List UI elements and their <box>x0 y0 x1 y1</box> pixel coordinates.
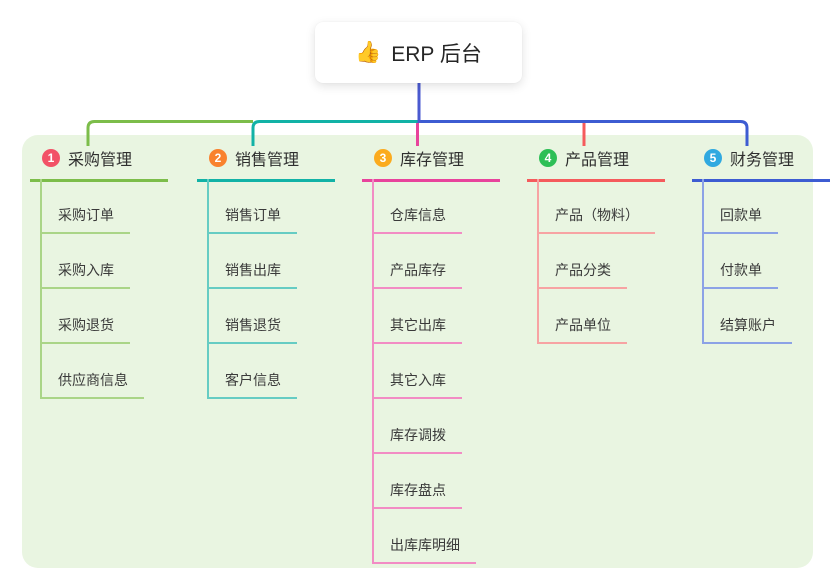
child-node[interactable]: 库存盘点 <box>372 454 462 509</box>
child-node[interactable]: 销售退货 <box>207 289 297 344</box>
branch-header-node[interactable]: 4 产品管理 <box>527 146 665 182</box>
child-node[interactable]: 其它入库 <box>372 344 462 399</box>
child-node-label: 销售退货 <box>225 317 281 333</box>
branch-children: 仓库信息 产品库存 其它出库 其它入库 库存调拨 库存盘点 出库库明细 <box>362 182 500 564</box>
child-node-label: 其它出库 <box>390 317 446 333</box>
branch-number-badge: 2 <box>209 149 227 167</box>
child-node-label: 供应商信息 <box>58 372 128 388</box>
branch-children: 产品（物料） 产品分类 产品单位 <box>527 182 665 344</box>
branch-trunk-line <box>372 179 374 563</box>
branch-trunk-line <box>702 179 704 343</box>
child-node[interactable]: 产品单位 <box>537 289 627 344</box>
branch-number-badge: 3 <box>374 149 392 167</box>
branch: 1 采购管理 采购订单 采购入库 采购退货 供应商信息 <box>30 146 168 399</box>
child-node-label: 出库库明细 <box>390 537 460 553</box>
child-node[interactable]: 其它出库 <box>372 289 462 344</box>
child-node[interactable]: 销售订单 <box>207 182 297 234</box>
child-node-label: 产品库存 <box>390 262 446 278</box>
child-node[interactable]: 产品（物料） <box>537 182 655 234</box>
child-node[interactable]: 客户信息 <box>207 344 297 399</box>
branch: 5 财务管理 回款单 付款单 结算账户 <box>692 146 830 344</box>
child-node-label: 仓库信息 <box>390 207 446 223</box>
branch: 3 库存管理 仓库信息 产品库存 其它出库 其它入库 库存调拨 库存盘点 出库库… <box>362 146 500 564</box>
branch-title: 库存管理 <box>400 152 465 169</box>
child-node-label: 付款单 <box>720 262 762 278</box>
child-node-label: 库存盘点 <box>390 482 446 498</box>
child-node-label: 销售订单 <box>225 207 281 223</box>
child-node[interactable]: 采购订单 <box>40 182 130 234</box>
child-node-label: 产品分类 <box>555 262 611 278</box>
child-node-label: 库存调拨 <box>390 427 446 443</box>
child-node[interactable]: 仓库信息 <box>372 182 462 234</box>
branch-title: 财务管理 <box>730 152 795 169</box>
child-node-label: 采购入库 <box>58 262 114 278</box>
child-node[interactable]: 付款单 <box>702 234 778 289</box>
branch-children: 回款单 付款单 结算账户 <box>692 182 830 344</box>
child-node[interactable]: 采购入库 <box>40 234 130 289</box>
branch-children: 采购订单 采购入库 采购退货 供应商信息 <box>30 182 168 399</box>
child-node[interactable]: 供应商信息 <box>40 344 144 399</box>
branch-number-badge: 4 <box>539 149 557 167</box>
child-node-label: 销售出库 <box>225 262 281 278</box>
child-node[interactable]: 采购退货 <box>40 289 130 344</box>
branch-header-node[interactable]: 1 采购管理 <box>30 146 168 182</box>
branch-number-badge: 1 <box>42 149 60 167</box>
child-node-label: 产品单位 <box>555 317 611 333</box>
branch-header-node[interactable]: 3 库存管理 <box>362 146 500 182</box>
branch-number-badge: 5 <box>704 149 722 167</box>
branch: 4 产品管理 产品（物料） 产品分类 产品单位 <box>527 146 665 344</box>
branch-title: 产品管理 <box>565 152 630 169</box>
branches-background-panel <box>22 135 813 568</box>
child-node[interactable]: 库存调拨 <box>372 399 462 454</box>
branch-children: 销售订单 销售出库 销售退货 客户信息 <box>197 182 335 399</box>
child-node-label: 客户信息 <box>225 372 281 388</box>
child-node-label: 产品（物料） <box>555 207 639 223</box>
child-node-label: 回款单 <box>720 207 762 223</box>
branch-title: 采购管理 <box>68 152 133 169</box>
root-node[interactable]: 👍 ERP 后台 <box>315 22 522 83</box>
child-node-label: 采购退货 <box>58 317 114 333</box>
root-node-title: ERP 后台 <box>391 42 482 66</box>
branch-header-node[interactable]: 2 销售管理 <box>197 146 335 182</box>
child-node[interactable]: 回款单 <box>702 182 778 234</box>
child-node[interactable]: 产品库存 <box>372 234 462 289</box>
child-node-label: 结算账户 <box>720 317 776 333</box>
child-node[interactable]: 销售出库 <box>207 234 297 289</box>
branch-header-node[interactable]: 5 财务管理 <box>692 146 830 182</box>
thumbs-up-icon: 👍 <box>355 40 382 64</box>
child-node[interactable]: 出库库明细 <box>372 509 476 564</box>
branch-trunk-line <box>537 179 539 343</box>
child-node-label: 其它入库 <box>390 372 446 388</box>
child-node[interactable]: 结算账户 <box>702 289 792 344</box>
branch-trunk-line <box>207 179 209 398</box>
branch-trunk-line <box>40 179 42 398</box>
child-node[interactable]: 产品分类 <box>537 234 627 289</box>
child-node-label: 采购订单 <box>58 207 114 223</box>
branch: 2 销售管理 销售订单 销售出库 销售退货 客户信息 <box>197 146 335 399</box>
branch-title: 销售管理 <box>235 152 300 169</box>
